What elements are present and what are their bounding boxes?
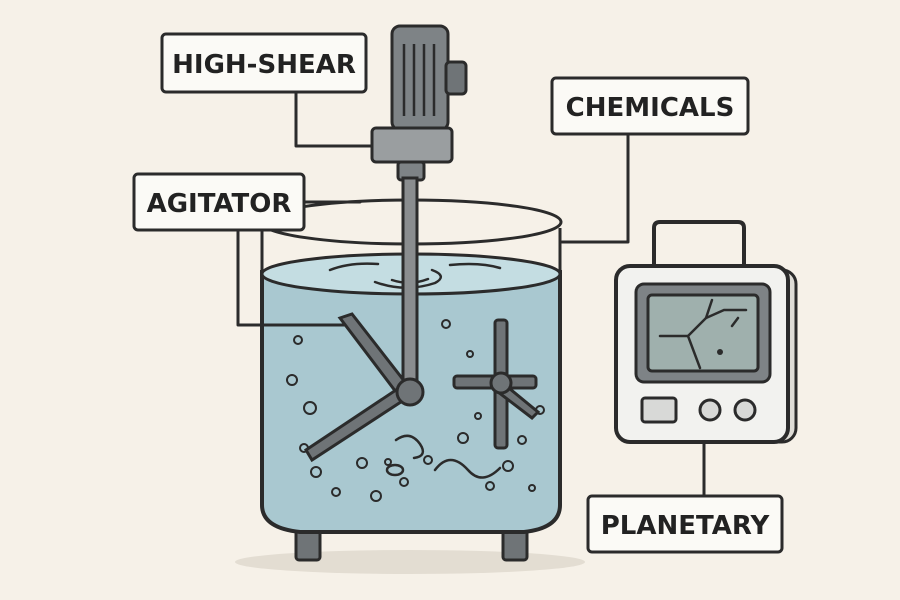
label-planetary-text: PLANETARY	[601, 511, 771, 541]
vortex-swirl	[328, 262, 502, 289]
screen-graph	[658, 298, 748, 370]
screen-marker	[717, 349, 723, 355]
panel-knob-right	[733, 398, 757, 422]
label-chemicals: CHEMICALS	[550, 76, 750, 136]
motor-cap	[444, 60, 468, 96]
label-agitator: AGITATOR	[132, 172, 306, 232]
liquid-swirls	[385, 434, 502, 479]
impeller-hub	[489, 371, 513, 395]
label-high-shear-box	[160, 32, 368, 94]
control-panel	[614, 220, 798, 444]
label-chemicals-text: CHEMICALS	[566, 93, 735, 123]
agitator-hub	[395, 377, 425, 407]
label-planetary-box	[586, 494, 784, 554]
label-planetary: PLANETARY	[586, 494, 784, 554]
bubbles	[286, 319, 545, 502]
paddle-impeller	[452, 318, 541, 450]
label-chemicals-box	[550, 76, 750, 136]
leader-lines	[236, 90, 706, 498]
label-high-shear: HIGH-SHEAR	[160, 32, 368, 94]
panel-handle	[652, 220, 746, 272]
mixer-coupling	[370, 126, 454, 164]
motor-housing	[390, 24, 450, 132]
ground-shadow	[235, 550, 585, 574]
panel-screen	[646, 293, 760, 373]
leader-high-shear	[294, 90, 374, 148]
high-shear-mixer	[303, 24, 468, 463]
panel-display-button	[640, 396, 678, 424]
motor-fins	[402, 44, 436, 116]
leader-chemicals	[560, 132, 630, 244]
label-high-shear-text: HIGH-SHEAR	[172, 50, 356, 80]
label-agitator-box	[132, 172, 306, 232]
leader-agitator	[236, 230, 347, 327]
mixer-shaft	[401, 176, 419, 390]
label-agitator-text: AGITATOR	[147, 189, 292, 219]
panel-knob-left	[698, 398, 722, 422]
